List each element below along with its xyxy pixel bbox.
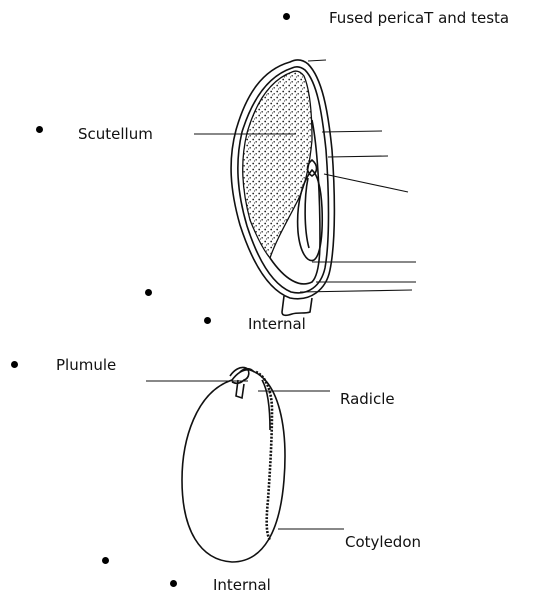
label-fused-pericarp-testa: Fused pericaT and testa [329, 9, 509, 27]
maize-grain-section [194, 60, 416, 315]
bullet-dot [11, 361, 18, 368]
label-radicle: Radicle [340, 390, 395, 408]
bullet-dot [145, 289, 152, 296]
label-cotyledon: Cotyledon [345, 533, 421, 551]
label-plumule: Plumule [56, 356, 116, 374]
bullet-dot [204, 317, 211, 324]
label-internal-top: Internal [248, 315, 306, 333]
bean-seed-section [146, 367, 344, 562]
label-scutellum: Scutellum [78, 125, 153, 143]
bullet-dot [283, 13, 290, 20]
bullet-dot [170, 580, 177, 587]
endosperm [243, 71, 312, 258]
bullet-dot [102, 557, 109, 564]
bullet-dot [36, 126, 43, 133]
label-internal-bottom: Internal [213, 576, 271, 594]
